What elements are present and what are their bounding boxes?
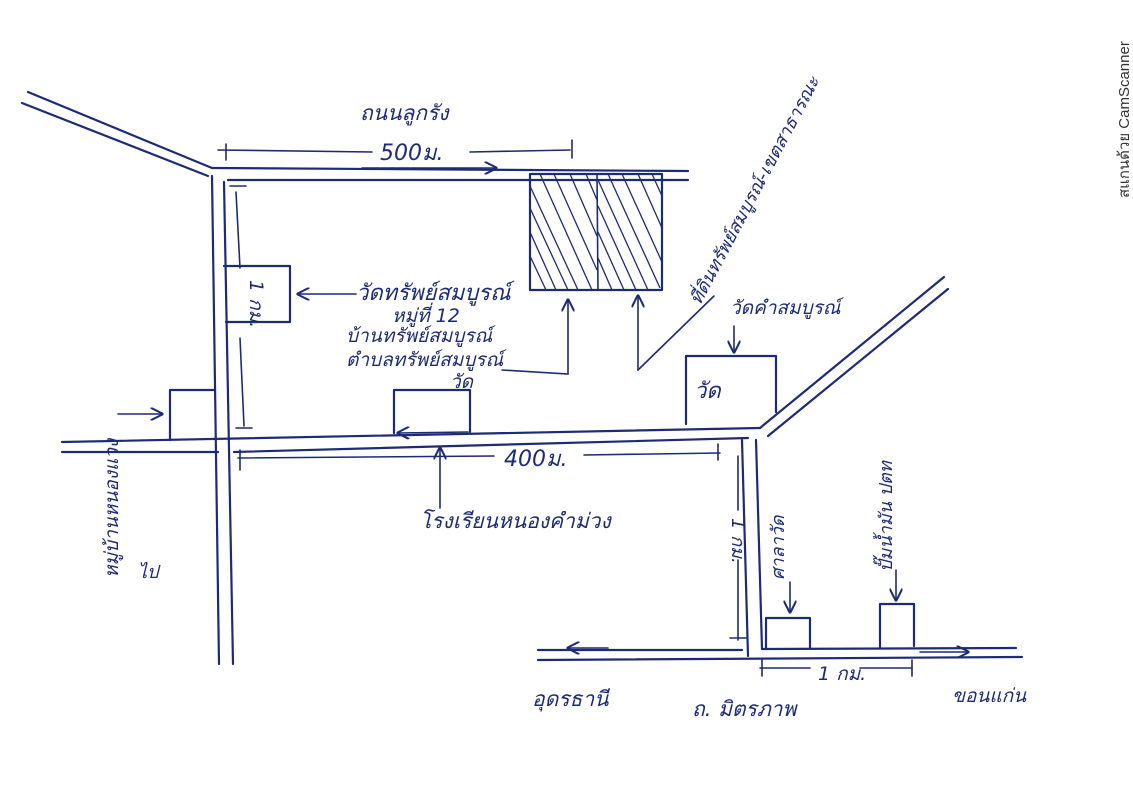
highway-label: ถ. มิตรภาพ bbox=[692, 697, 798, 721]
temple-right-box bbox=[684, 354, 778, 426]
road-network bbox=[20, 90, 1024, 666]
distance-right-vertical-label: 1 กม. bbox=[727, 518, 748, 564]
temple-box-label: วัด bbox=[694, 379, 722, 404]
pointer-arrows bbox=[117, 294, 896, 612]
gas-box bbox=[878, 602, 916, 650]
camscanner-watermark: สแกนด้วย CamScanner bbox=[1096, 20, 1133, 200]
left-house-box bbox=[168, 388, 216, 442]
school-label: โรงเรียนหนองคำม่วง bbox=[420, 509, 612, 533]
distance-left-vertical-label: 1 กม. bbox=[245, 280, 267, 328]
watermark-text: สแกนด้วย CamScanner bbox=[1116, 41, 1133, 198]
village-label-3: ตำบลทรัพย์สมบูรณ์ bbox=[346, 349, 507, 371]
village-box bbox=[392, 388, 472, 435]
sala-box bbox=[764, 616, 812, 651]
distance-bottom-label: 1 กม. bbox=[818, 663, 866, 685]
buildings bbox=[168, 264, 916, 651]
temple-left-label: วัดทรัพย์สมบูรณ์ bbox=[356, 280, 515, 306]
distance-mid-label: 400ม. bbox=[504, 447, 568, 472]
village-label-2: หมู่ที่ 12 bbox=[392, 302, 460, 327]
dimension-lines bbox=[217, 139, 968, 677]
left-vertical-label: หมู่บ้านหนองแวง bbox=[101, 437, 123, 578]
land-plots bbox=[528, 172, 664, 292]
city-left-label: อุดรธานี bbox=[532, 687, 610, 712]
temple-right-label: วัดคำสมบูรณ์ bbox=[730, 297, 844, 319]
temple-left-box bbox=[222, 264, 292, 324]
land-plot-label: ที่ดินทรัพย์สมบูรณ์-เขตสาธารณะ bbox=[683, 70, 825, 308]
gas-station-label: ปั๊มน้ำมัน ปตท bbox=[872, 459, 897, 572]
village-label-4: วัด bbox=[450, 371, 475, 393]
left-small-label: ไป bbox=[138, 561, 161, 583]
city-right-label: ขอนแก่น bbox=[952, 685, 1027, 707]
distance-top-label: 500ม. bbox=[380, 141, 444, 166]
village-label-1: บ้านทรัพย์สมบูรณ์ bbox=[346, 325, 496, 347]
sala-label: ศาลาวัด bbox=[768, 514, 789, 580]
road-top-label: ถนนลูกรัง bbox=[360, 101, 450, 126]
